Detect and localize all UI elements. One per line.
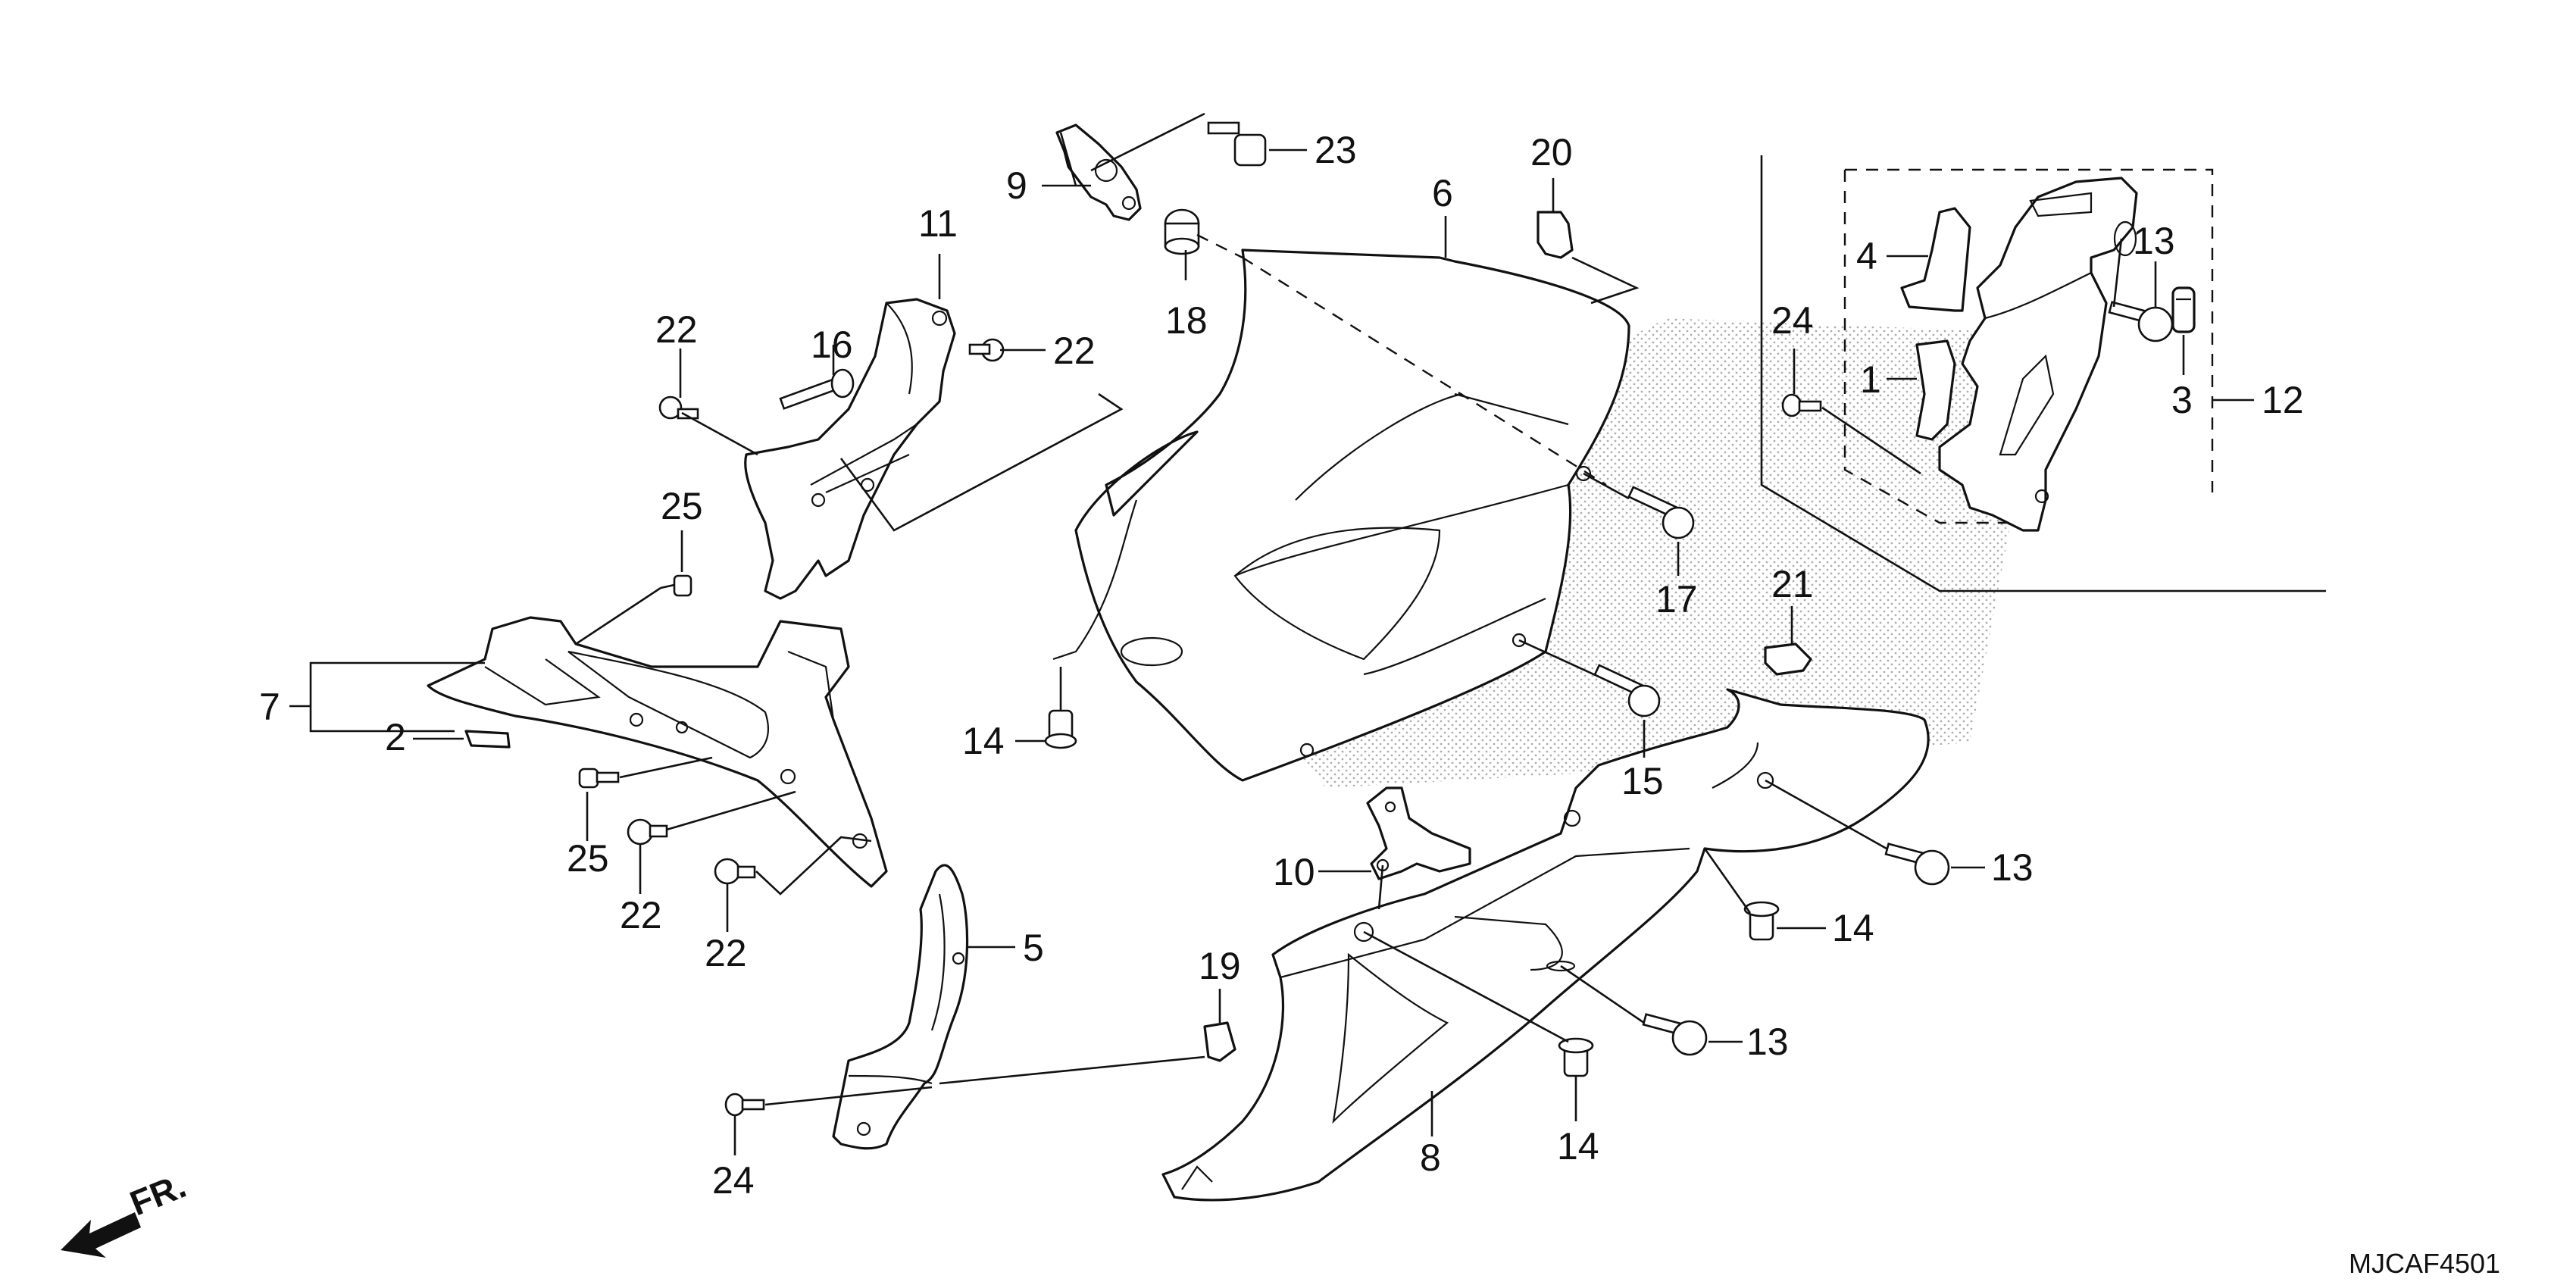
part-20-clip	[1537, 211, 1574, 259]
diagram-code: MJCAF4501	[2349, 1248, 2500, 1279]
callout-9: 9	[1006, 164, 1027, 207]
callout-22-lower-right: 22	[705, 932, 747, 974]
part-9-bracket	[1055, 123, 1142, 221]
callout-2: 2	[385, 716, 406, 758]
part-11-bracket	[744, 298, 956, 600]
callout-12: 12	[2262, 379, 2304, 421]
front-direction-indicator: FR.	[61, 1165, 191, 1258]
callout-23: 23	[1315, 129, 1357, 171]
callout-17: 17	[1655, 578, 1698, 621]
callout-6: 6	[1432, 172, 1453, 214]
callout-14-bottom: 14	[1557, 1125, 1599, 1168]
callout-3: 3	[2171, 379, 2193, 421]
bolt-13-c	[1642, 1013, 1708, 1056]
callout-24-bottom: 24	[712, 1159, 755, 1202]
callout-16: 16	[811, 324, 853, 366]
callout-13-inset: 13	[2133, 220, 2175, 262]
callout-19: 19	[1199, 945, 1241, 987]
callout-5: 5	[1023, 927, 1044, 969]
callout-15: 15	[1621, 760, 1664, 802]
part-12-duct	[1938, 177, 2138, 532]
bolt-17	[1627, 486, 1695, 539]
callout-14-middle: 14	[1832, 907, 1874, 949]
part-10-bracket	[1366, 786, 1471, 880]
bolt-13-b	[1884, 843, 1950, 886]
callout-25-lower: 25	[567, 837, 609, 880]
screw-22-c	[627, 818, 668, 846]
callout-22-lower-left: 22	[620, 894, 662, 936]
screw-22-d	[714, 858, 756, 885]
screw-22-a	[658, 395, 699, 420]
part-1-pad	[1915, 339, 1956, 441]
part-21-clip-nut	[1764, 642, 1812, 676]
callout-labels: 23 9 18 6 20 11 22 16 22 25 7 2 25 22 22…	[259, 129, 2304, 1202]
callout-25-upper: 25	[661, 485, 703, 527]
callout-8: 8	[1420, 1136, 1441, 1179]
part-4-pad	[1900, 207, 1971, 312]
screw-25-b	[578, 767, 620, 789]
bolt-15	[1593, 664, 1661, 717]
callout-1: 1	[1860, 358, 1881, 401]
leader-lines	[289, 112, 2254, 1155]
collar-14-b	[1743, 901, 1780, 941]
callout-11: 11	[918, 202, 958, 245]
part-5-side-panel	[832, 864, 969, 1150]
part-3-grommet	[2171, 286, 2196, 333]
callout-20: 20	[1530, 131, 1573, 174]
front-arrow-icon	[61, 1212, 141, 1258]
callout-7: 7	[259, 686, 280, 728]
callout-18: 18	[1165, 299, 1208, 342]
collar-14-a	[1044, 709, 1077, 749]
callout-22-top-right: 22	[1053, 330, 1096, 372]
bolt-16	[779, 368, 855, 410]
callout-4: 4	[1856, 235, 1877, 277]
screw-22-b	[968, 338, 1005, 362]
screw-24-a	[724, 1093, 765, 1117]
callout-22-top-left: 22	[655, 308, 698, 351]
inset-frame	[1760, 155, 2326, 592]
screw-24-b	[1781, 393, 1822, 417]
bolt-13-a	[2108, 301, 2174, 342]
callout-13-lower: 13	[1746, 1021, 1789, 1063]
callout-14-left: 14	[962, 720, 1005, 762]
collar-14-c	[1558, 1037, 1594, 1077]
part-18-collar	[1164, 208, 1200, 255]
part-7-inner-panel	[427, 616, 888, 888]
fasteners	[578, 121, 2174, 1117]
screw-25-a	[660, 574, 692, 597]
callout-13-right: 13	[1991, 846, 2034, 889]
part-2-seal	[464, 730, 511, 749]
part-19-clip-nut	[1203, 1021, 1236, 1062]
callout-21: 21	[1771, 563, 1814, 605]
part-6-upper-cowl	[1052, 249, 1630, 782]
callout-10: 10	[1273, 851, 1315, 893]
callout-24-inset: 24	[1771, 299, 1814, 342]
part-8-lower-cowl	[1161, 688, 1930, 1202]
bolt-23	[1207, 121, 1267, 167]
